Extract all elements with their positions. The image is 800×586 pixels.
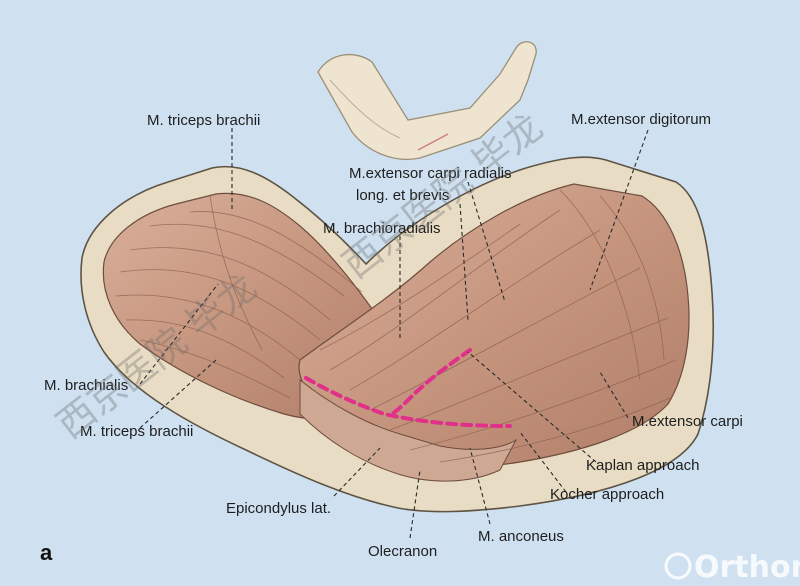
label-extensor-digitorum: M.extensor digitorum: [571, 111, 711, 128]
olecranon-region: [299, 378, 518, 482]
label-brachioradialis: M. brachioradialis: [323, 220, 441, 237]
label-anconeus: M. anconeus: [478, 528, 564, 545]
label-olecranon: Olecranon: [368, 543, 437, 560]
label-extensor-carpi-radialis-2: long. et brevis: [356, 187, 449, 204]
brand-logo: Orthonline: [664, 550, 800, 585]
panel-label: a: [40, 540, 53, 565]
label-extensor-carpi: M.extensor carpi: [632, 413, 743, 430]
kocher-approach-line: [304, 376, 512, 428]
brand-circle-icon: [664, 552, 692, 580]
arm-orientation-thumbnail: [317, 41, 537, 160]
label-triceps-top: M. triceps brachii: [147, 112, 260, 129]
label-kocher-approach: Kocher approach: [550, 486, 664, 503]
kaplan-approach-line: [390, 348, 472, 416]
anatomy-labels: M. triceps brachii M.extensor digitorum …: [44, 111, 743, 560]
muscle-fibers: [115, 189, 677, 463]
leader-lines: [139, 128, 649, 539]
brand-text: Orthonline: [694, 550, 800, 585]
label-brachialis: M. brachialis: [44, 377, 128, 394]
label-kaplan-approach: Kaplan approach: [586, 457, 699, 474]
label-triceps-bottom: M. triceps brachii: [80, 423, 193, 440]
label-extensor-carpi-radialis: M.extensor carpi radialis: [349, 165, 512, 182]
label-epicondylus: Epicondylus lat.: [226, 500, 331, 517]
